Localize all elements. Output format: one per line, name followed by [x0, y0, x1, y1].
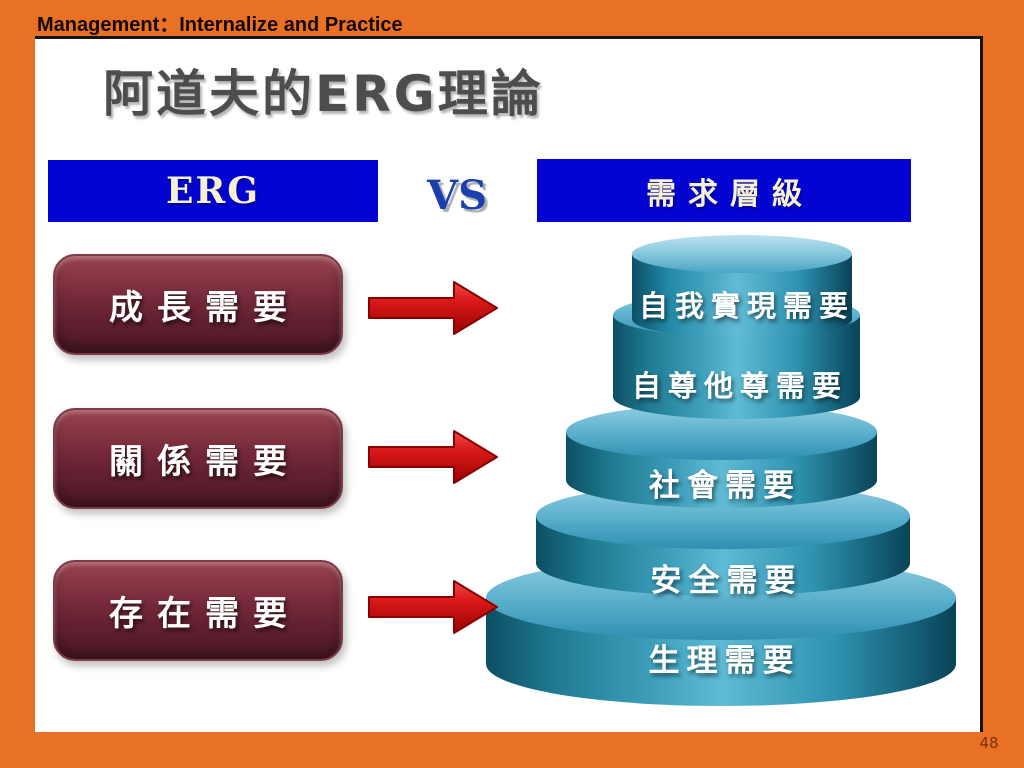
hierarchy-level-label: 生理需要	[648, 643, 801, 679]
erg-need-box-existence: 存在需要	[53, 560, 343, 661]
cylinder-top	[632, 235, 852, 273]
page-number: 48	[979, 734, 999, 752]
right-arrow-icon	[368, 430, 498, 484]
vs-label: VS	[427, 172, 487, 219]
erg-need-label: 關係需要	[109, 442, 301, 482]
right-arrow-icon	[368, 281, 498, 335]
erg-need-label: 成長需要	[109, 288, 301, 328]
erg-header-label: ERG	[165, 170, 261, 212]
hierarchy-header-bar: 需求層級	[537, 159, 911, 222]
right-arrow-icon	[368, 580, 498, 634]
hierarchy-level-label: 自我實現需要	[639, 289, 856, 323]
slide-title: 阿道夫的ERG理論	[103, 65, 544, 123]
hierarchy-level-label: 社會需要	[649, 468, 801, 504]
hierarchy-tier-self-actualization: 自我實現需要	[632, 235, 852, 338]
deck-header-text: Management：Internalize and Practice	[37, 14, 403, 36]
hierarchy-level-label: 自尊他尊需要	[631, 369, 848, 403]
erg-header-bar: ERG	[48, 160, 378, 222]
erg-need-box-relatedness: 關係需要	[53, 408, 343, 509]
hierarchy-level-label: 安全需要	[650, 563, 803, 599]
hierarchy-tier-social: 社會需要	[566, 404, 877, 508]
erg-need-box-growth: 成長需要	[53, 254, 343, 355]
erg-need-label: 存在需要	[109, 594, 301, 634]
hierarchy-header-label: 需求層級	[646, 176, 814, 212]
